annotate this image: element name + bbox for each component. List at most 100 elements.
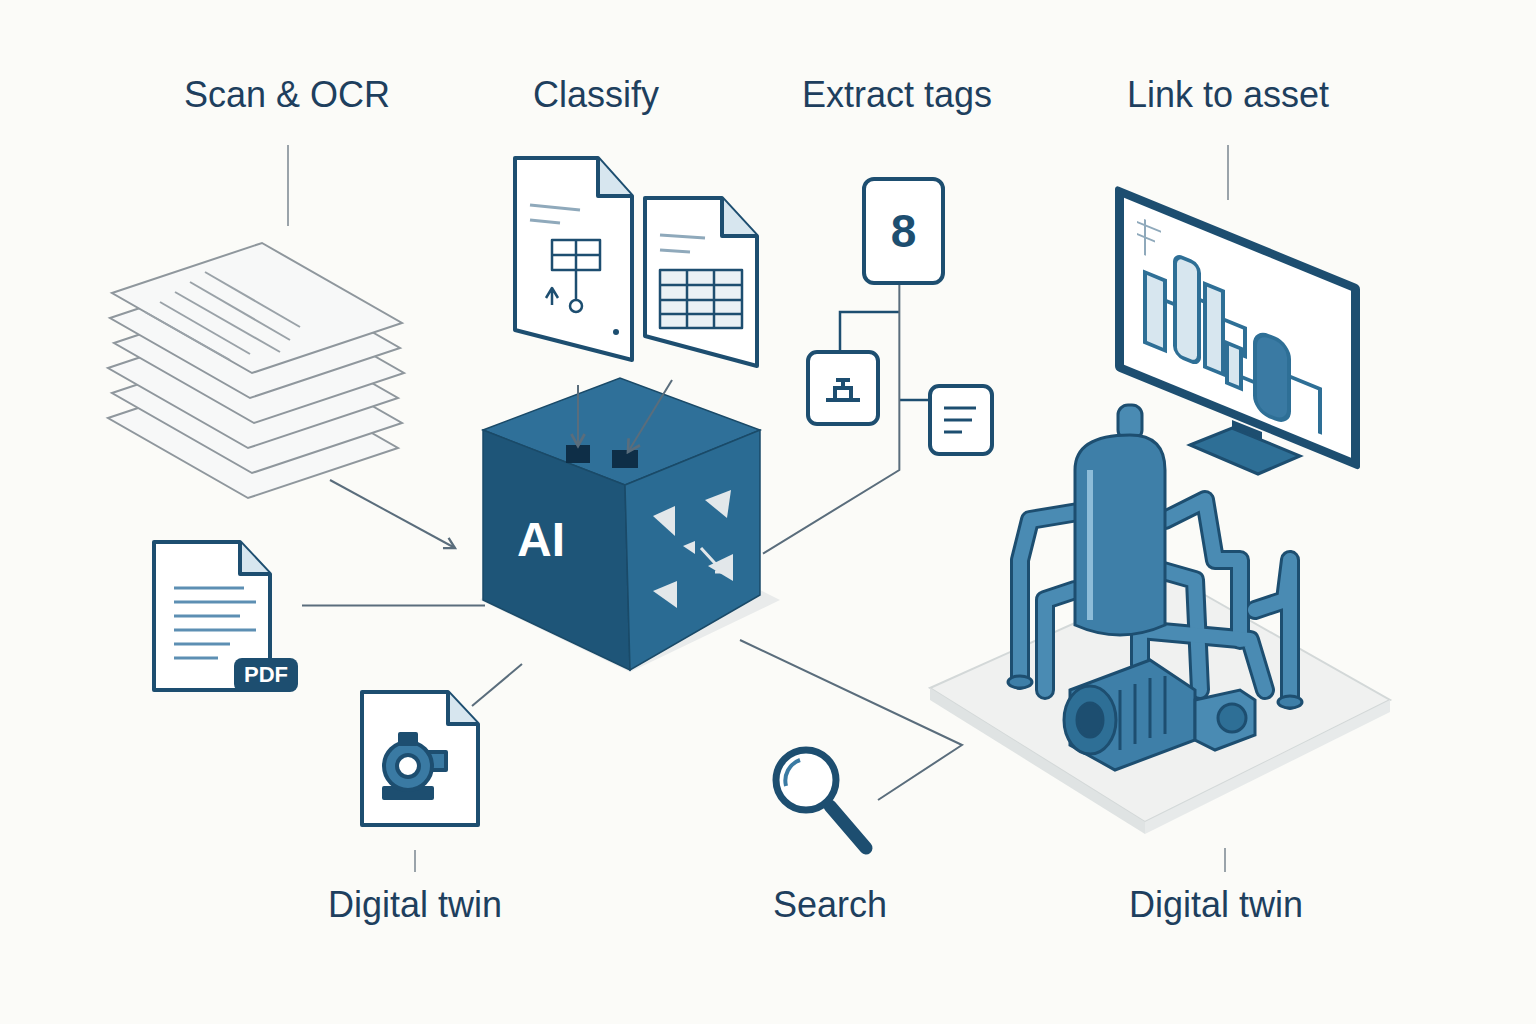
plant-model: [1087, 470, 1093, 620]
flow-arrow: [330, 480, 455, 548]
text-line: [174, 629, 256, 632]
tag-box: [930, 386, 992, 454]
magnifier-icon: [830, 806, 866, 848]
document-icon: [575, 270, 578, 300]
document-icon: [660, 235, 705, 252]
text-line: [174, 615, 240, 618]
pump-document: [448, 692, 478, 724]
document-icon: [530, 220, 560, 223]
magnifier-icon: [785, 760, 800, 786]
document-icon: [660, 284, 742, 287]
paper-stack: [108, 243, 404, 498]
step-label: Classify: [533, 74, 659, 115]
step-label: Scan & OCR: [184, 74, 390, 115]
monitor: [1115, 185, 1360, 474]
leader-line: [287, 145, 289, 226]
tag-box: [944, 419, 972, 422]
plant-model: [1045, 590, 1075, 690]
magnifier-icon: [776, 750, 866, 848]
plant-model: [1045, 590, 1075, 690]
document-icon: [645, 198, 757, 366]
step-label: Search: [773, 884, 887, 925]
monitor: [1124, 198, 1351, 458]
tag-box: [944, 431, 962, 434]
ai-box: AI: [483, 376, 763, 672]
paper-stack: [175, 292, 280, 352]
monitor: [1175, 255, 1199, 365]
connector-line: [763, 285, 899, 554]
connector-line: [302, 605, 485, 607]
document-icon: [660, 235, 705, 238]
cube-glyph: [653, 581, 677, 608]
paper-stack: [145, 272, 300, 360]
cube-glyph: [653, 506, 675, 536]
document-icon: [530, 205, 580, 210]
cube-slot: [612, 450, 638, 468]
leader-line: [1224, 848, 1226, 872]
tag-tree: [899, 399, 930, 402]
tag-box: 8: [862, 177, 945, 285]
document-icon: [530, 205, 580, 223]
cube-glyph: [705, 490, 731, 518]
node-text: AI: [517, 512, 565, 567]
monitor: [1255, 330, 1289, 424]
leader-line: [1227, 145, 1229, 200]
plant-model: [1075, 435, 1165, 635]
text-line: [174, 657, 218, 660]
plant-model: [1120, 676, 1165, 750]
paper-stack: [112, 243, 402, 373]
document-icon: [686, 270, 689, 328]
connector-line: [472, 664, 522, 706]
document-icon: [722, 198, 757, 236]
cube-left: [483, 430, 630, 670]
document-fold: [240, 542, 270, 574]
step-label: Link to asset: [1127, 74, 1329, 115]
document-icon: [598, 158, 632, 196]
paper-stack: [190, 282, 290, 340]
plant-model: [1008, 676, 1032, 688]
pump-document: [362, 692, 478, 825]
monitor: [1145, 242, 1320, 437]
document-icon: [570, 300, 582, 312]
document-icon: [552, 240, 600, 270]
document-icon: [660, 270, 742, 328]
monitor: [1137, 216, 1161, 262]
tag-tree: [840, 312, 899, 352]
document-icon: [660, 250, 690, 252]
plant-model: [1278, 696, 1302, 708]
step-label: Digital twin: [328, 884, 502, 925]
monitor: [1227, 343, 1241, 389]
pump-document: [397, 755, 419, 777]
plant-model: [1008, 405, 1302, 770]
cube-glyph: [701, 548, 723, 572]
document-icon: [660, 299, 742, 302]
cube-glyph: [683, 541, 695, 554]
tag-box: [944, 408, 976, 432]
pump-document: [384, 742, 432, 790]
document-icon: [660, 313, 742, 316]
magnifier-icon: [776, 750, 836, 810]
connector-line: [472, 640, 962, 800]
pump-document: [362, 692, 478, 825]
node-text: 8: [891, 204, 917, 258]
monitor: [1115, 185, 1360, 470]
monitor: [1137, 216, 1161, 262]
document-icon: [515, 158, 632, 360]
tag-box: [944, 407, 976, 410]
document-icon: [515, 158, 757, 366]
document-icon: [660, 270, 742, 328]
step-label: Digital twin: [1129, 884, 1303, 925]
step-label: Extract tags: [802, 74, 992, 115]
text-line: [174, 587, 244, 590]
monitor: [1145, 272, 1165, 350]
tag-box: [826, 380, 860, 400]
pump-document: [400, 734, 416, 744]
monitor: [1115, 185, 1360, 470]
plant-model: [1218, 704, 1246, 732]
text-line: [174, 643, 230, 646]
node-text: PDF: [234, 658, 298, 692]
